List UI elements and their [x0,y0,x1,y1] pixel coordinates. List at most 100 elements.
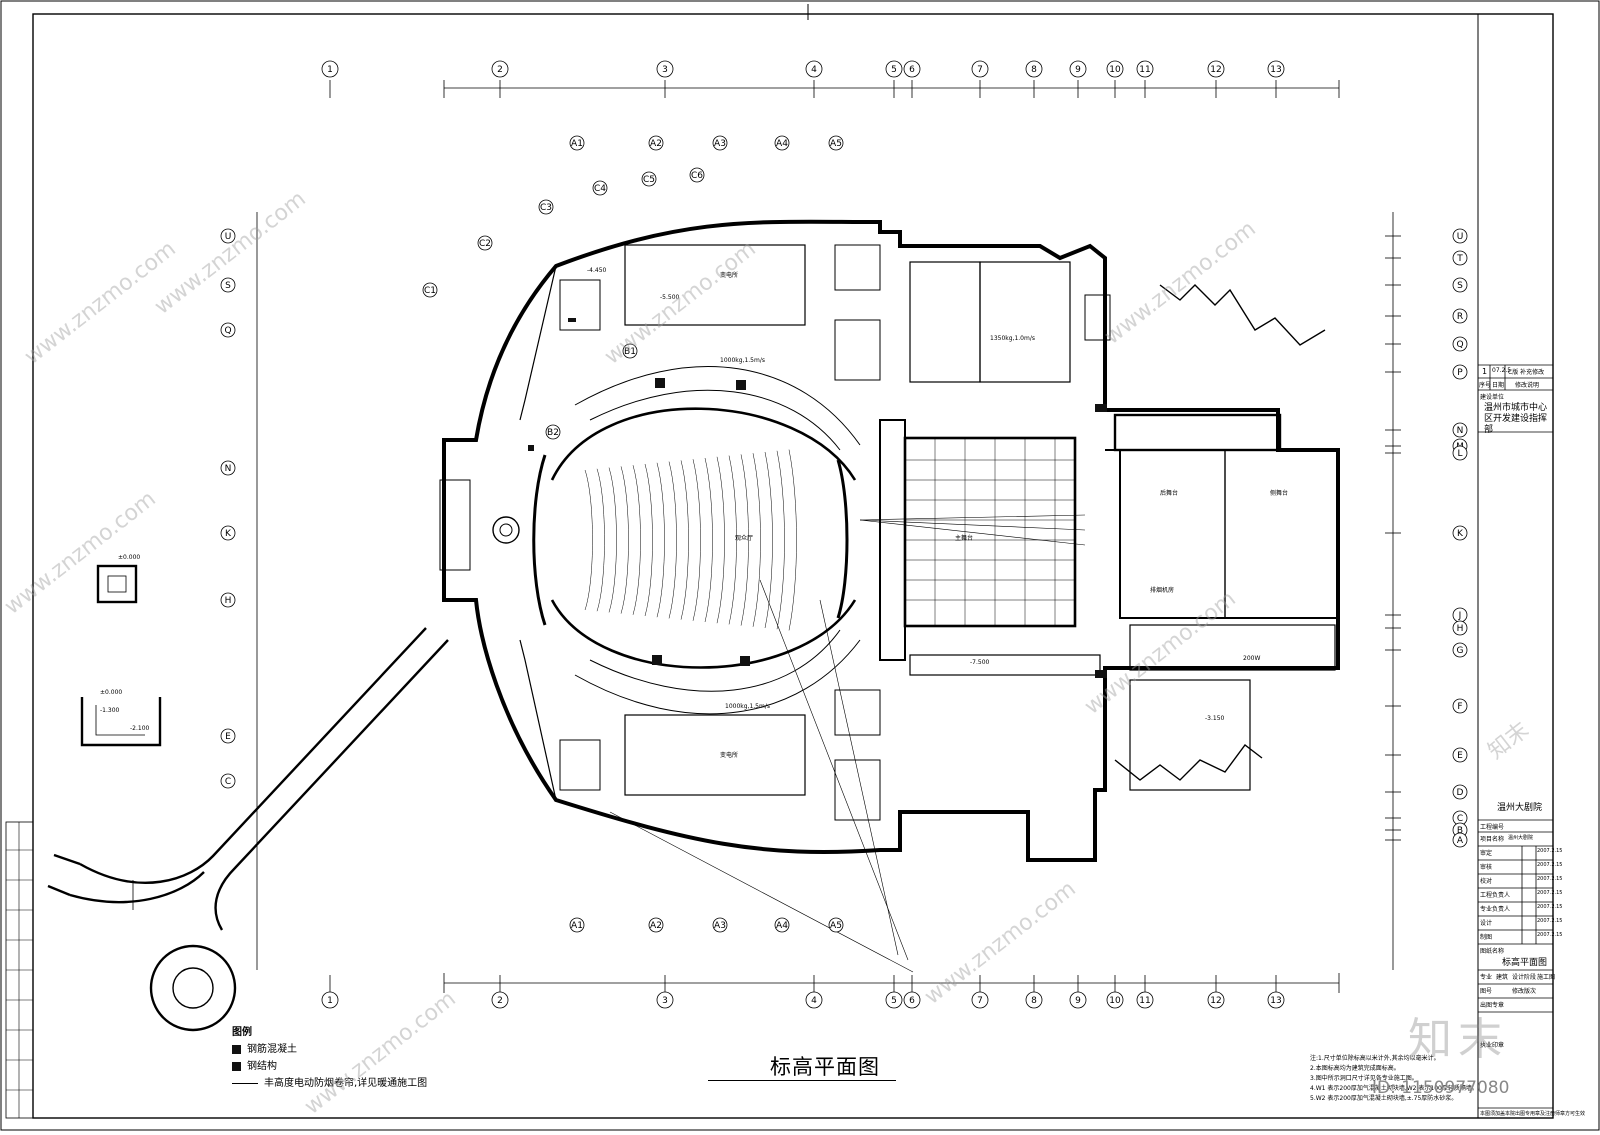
svg-text:S: S [1457,281,1463,291]
plan-label-200w: 200W [1243,655,1260,662]
plan-label-500w: 排烟机房 [1150,586,1174,594]
detail-annot-3: -1.300 [100,707,120,714]
grid-axis-row-right-J: J [1452,607,1468,623]
grid-axis-col-bottom-1: 1 [321,991,339,1009]
svg-text:B: B [1457,826,1463,836]
svg-text:8: 8 [1031,65,1037,75]
svg-text:12: 12 [1210,996,1221,1006]
seat-row [680,460,689,620]
drawing-title: 标高平面图 [770,1055,880,1079]
steel-swatch-icon [232,1062,241,1071]
grid-axis-col-bottom-12: 12 [1207,991,1225,1009]
svg-text:F: F [1457,702,1462,712]
legend: 图例 钢筋混凝土 钢结构 丰高度电动防烟卷帘,详见暖通施工图 [232,1024,427,1092]
tb-col-no: 序号 [1479,382,1492,389]
seat-row [716,456,725,624]
svg-text:A3: A3 [714,921,726,931]
plan-label-stage: 主舞台 [955,534,973,542]
tb-client-name: 温州市城市中心区开发建设指挥部 [1484,403,1548,435]
grid-axis-col-top-6: 6 [903,60,921,78]
grid-axis-col-bottom-9: 9 [1069,991,1087,1009]
svg-text:9: 9 [1075,996,1081,1006]
svg-text:A5: A5 [830,921,842,931]
tb-version-label: 修改版次 [1512,988,1537,995]
detail-annot-2: ±0.000 [100,689,122,696]
tb-col-note: 修改说明 [1515,382,1540,389]
grid-axis-col-top-5: 5 [885,60,903,78]
grid-axis-row-right-F: F [1452,698,1468,714]
plan-label-substation-south: 变电所 [720,751,738,759]
svg-text:A: A [1457,836,1464,846]
tb-row-label: 专业负责人 [1480,906,1511,913]
grid-axis-row-right-U: U [1452,228,1468,244]
seat-row [668,461,677,619]
grid-axis-col-bottom-2: 2 [491,991,509,1009]
arc-axis-top-A2: A2 [648,135,664,151]
svg-text:1: 1 [327,996,333,1006]
grid-axis-row-left-S: S [220,277,236,293]
svg-text:10: 10 [1109,996,1121,1006]
svg-text:6: 6 [909,65,915,75]
tb-discipline-label: 专业 [1480,974,1493,981]
svg-text:5: 5 [891,65,897,75]
seat-row [728,455,737,625]
tb-client-label: 建设单位 [1480,394,1505,401]
arc-axis-top-A3: A3 [712,135,728,151]
grid-axis-col-top-4: 4 [805,60,823,78]
svg-text:U: U [225,232,232,242]
grid-axis-col-bottom-8: 8 [1025,991,1043,1009]
grid-axis-row-left-C: C [220,773,236,789]
seat-row [632,465,641,615]
svg-text:9: 9 [1075,65,1081,75]
svg-text:B1: B1 [624,347,636,357]
radial-axis-B1: B1 [622,343,638,359]
plan-annot-level-4: -3.150 [1205,715,1225,722]
plan-label-side-stage: 侧舞台 [1270,489,1288,497]
svg-text:4: 4 [811,996,817,1006]
grid-axis-col-bottom-6: 6 [903,991,921,1009]
tb-project-name: 温州大剧院 [1497,803,1543,813]
svg-text:11: 11 [1139,65,1150,75]
arc-axis-bottom-A2: A2 [648,917,664,933]
arc-axis-bottom-A5: A5 [828,917,844,933]
grid-axis-col-top-3: 3 [656,60,674,78]
svg-text:2: 2 [497,996,503,1006]
svg-text:A1: A1 [571,921,583,931]
tb-row-label: 审定 [1480,850,1493,857]
tb-drawing-name-label: 图纸名称 [1480,948,1505,955]
grid-axis-row-right-S: S [1452,277,1468,293]
legend-heading: 图例 [232,1027,252,1038]
arc-axis-bottom-A1: A1 [569,917,585,933]
tb-project-no-label: 工程编号 [1480,824,1505,831]
note-2: 2.本图标高均为建筑完成面标高。 [1310,1065,1400,1072]
note-5: 5.W2 表示200厚加气混凝土砌块墙,±.75厚防水砂浆。 [1310,1095,1458,1102]
grid-axis-row-right-D: D [1452,784,1468,800]
svg-text:T: T [1456,254,1463,264]
arc-axis-top-A5: A5 [828,135,844,151]
seat-row [788,449,797,631]
seat-row [692,459,701,621]
plan-annot-level-1: -5.500 [660,294,680,301]
grid-axis-col-top-7: 7 [971,60,989,78]
plan-label-rear-stage: 后舞台 [1160,489,1178,497]
grid-axis-col-bottom-13: 13 [1267,991,1285,1009]
seat-row [776,450,785,630]
plan-annot-elevator-s: 1000kg,1.5m/s [725,703,770,710]
svg-text:5: 5 [891,996,897,1006]
svg-text:N: N [1457,426,1464,436]
tb-drawing-name: 标高平面图 [1502,958,1548,968]
svg-text:A5: A5 [830,139,842,149]
svg-text:D: D [1457,788,1464,798]
arc-axis-top-A1: A1 [569,135,585,151]
svg-text:A2: A2 [650,921,662,931]
svg-text:G: G [1457,646,1464,656]
svg-text:N: N [225,464,232,474]
seat-row [764,451,773,629]
tb-stage: 施工图 [1537,974,1556,981]
tb-discipline: 建筑 [1496,974,1509,981]
grid-axis-row-left-Q: Q [220,322,236,338]
svg-text:10: 10 [1109,65,1121,75]
svg-text:12: 12 [1210,65,1221,75]
svg-text:H: H [1457,624,1464,634]
